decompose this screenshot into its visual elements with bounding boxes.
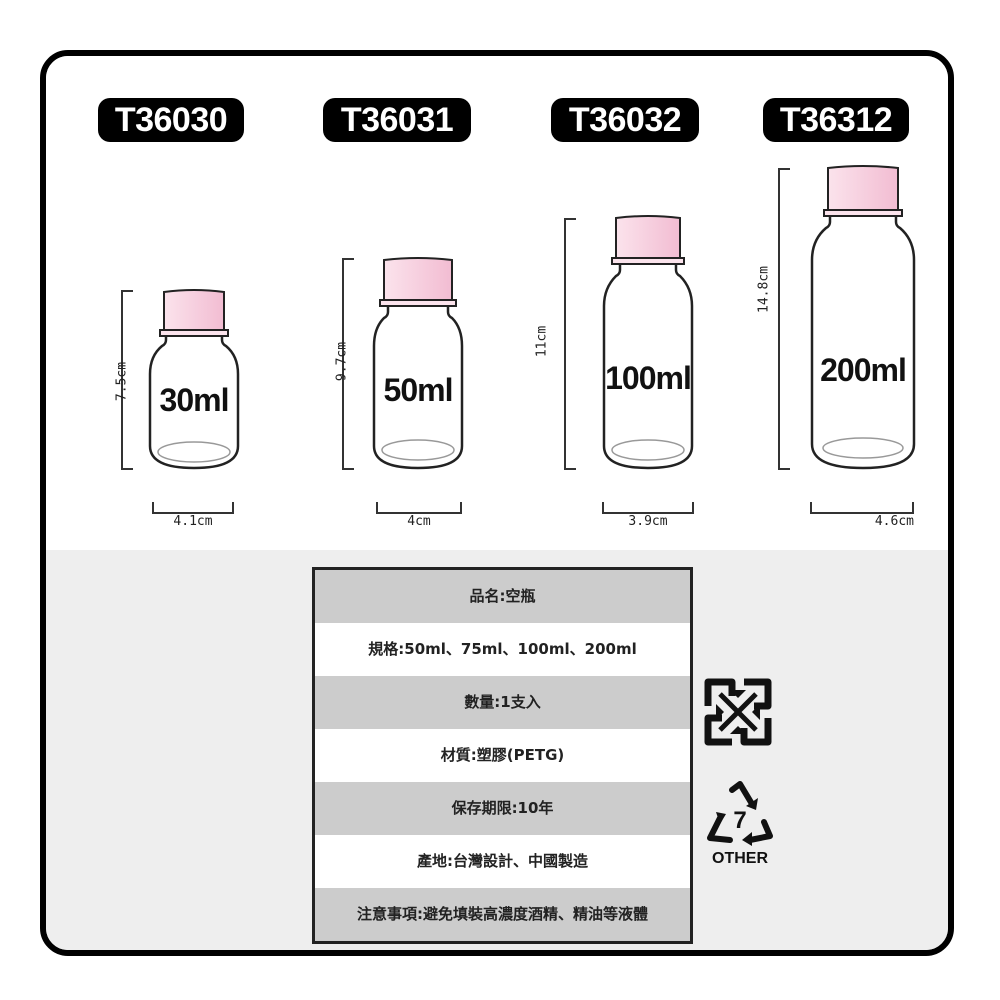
resin-other-label: OTHER xyxy=(712,850,768,867)
width-label: 4.6cm xyxy=(874,514,914,529)
height-label: 9.7cm xyxy=(334,341,350,382)
bottle-50ml-icon xyxy=(372,257,464,470)
model-badge-t36312: T36312 xyxy=(763,98,909,142)
height-label: 7.5cm xyxy=(114,361,130,402)
spec-row-quantity: 數量:1支入 xyxy=(315,676,690,729)
width-dimension-line xyxy=(602,502,694,514)
spec-row-sizes: 規格:50ml、75ml、100ml、200ml xyxy=(315,623,690,676)
resin-code-7-recycle-icon: 7 xyxy=(707,781,773,846)
width-dimension-line xyxy=(376,502,462,514)
width-label: 4.1cm xyxy=(173,514,213,529)
capacity-label: 50ml xyxy=(383,372,454,408)
spec-row-notes: 注意事項:避免填裝高濃度酒精、精油等液體 xyxy=(315,888,690,941)
width-dimension-line xyxy=(810,502,914,514)
bottle-lineup-section: T36030 T36031 T36032 T36312 7.5cm 30ml 4… xyxy=(46,56,948,550)
height-dimension-line xyxy=(778,168,790,470)
svg-text:7: 7 xyxy=(733,807,746,834)
spec-section: 品名:空瓶 規格:50ml、75ml、100ml、200ml 數量:1支入 材質… xyxy=(46,550,948,950)
spec-row-product-name: 品名:空瓶 xyxy=(315,570,690,623)
width-dimension-line xyxy=(152,502,234,514)
taiwan-recycle-mark-icon xyxy=(704,678,772,746)
model-badge-t36031: T36031 xyxy=(323,98,471,142)
spec-row-material: 材質:塑膠(PETG) xyxy=(315,729,690,782)
model-badge-t36030: T36030 xyxy=(98,98,244,142)
bottle-30ml-icon xyxy=(148,289,240,470)
bottle-200ml-icon xyxy=(810,165,916,470)
height-dimension-line xyxy=(342,258,354,470)
width-label: 4cm xyxy=(407,514,431,529)
height-dimension-line xyxy=(564,218,576,470)
spec-table: 品名:空瓶 規格:50ml、75ml、100ml、200ml 數量:1支入 材質… xyxy=(312,567,693,944)
capacity-label: 100ml xyxy=(605,360,692,396)
capacity-label: 200ml xyxy=(820,352,907,388)
height-label: 14.8cm xyxy=(756,266,772,313)
capacity-label: 30ml xyxy=(159,382,230,418)
height-dimension-line xyxy=(121,290,133,470)
model-badge-t36032: T36032 xyxy=(551,98,699,142)
bottle-100ml-icon xyxy=(602,215,694,470)
height-label: 11cm xyxy=(534,325,550,358)
width-label: 3.9cm xyxy=(628,514,668,529)
spec-row-shelf-life: 保存期限:10年 xyxy=(315,782,690,835)
product-card: T36030 T36031 T36032 T36312 7.5cm 30ml 4… xyxy=(40,50,954,956)
spec-row-origin: 產地:台灣設計、中國製造 xyxy=(315,835,690,888)
